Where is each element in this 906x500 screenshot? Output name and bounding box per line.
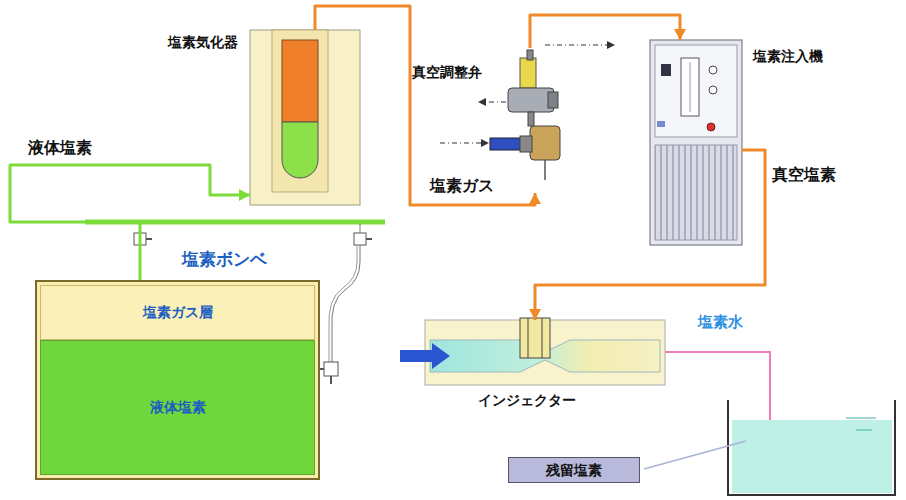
badge bbox=[657, 121, 665, 127]
pipe-line bbox=[315, 6, 535, 205]
leader-line bbox=[644, 441, 746, 469]
inlet-arrow bbox=[440, 143, 482, 144]
tank-water bbox=[732, 420, 892, 493]
pipe-line bbox=[535, 150, 765, 320]
valve-neck bbox=[528, 112, 534, 126]
liquid-zone bbox=[282, 122, 318, 178]
gauge bbox=[709, 86, 717, 94]
arrowhead bbox=[239, 189, 250, 201]
label-holder: 液体塩素 bbox=[41, 341, 314, 474]
node-heading: 塩素気化器 bbox=[168, 34, 238, 51]
liquid-valve bbox=[324, 362, 338, 376]
arrowhead bbox=[674, 29, 686, 40]
edge-label: 液体塩素 bbox=[28, 138, 92, 157]
arrowhead bbox=[529, 309, 541, 320]
water-ripple bbox=[846, 418, 876, 419]
node-label: 塩素ガス層 bbox=[143, 304, 213, 321]
thin-pipe bbox=[332, 245, 360, 362]
pipe-line bbox=[530, 15, 680, 48]
node-label: 液体塩素 bbox=[150, 399, 206, 416]
pipe-connector bbox=[529, 150, 765, 320]
valve-joint bbox=[520, 136, 532, 152]
injector-nozzle bbox=[520, 318, 550, 358]
valve-brass-body bbox=[530, 126, 560, 160]
valve-body bbox=[508, 88, 554, 112]
chlorinator: 塩素注入機 bbox=[650, 40, 742, 245]
pipe-connector bbox=[530, 15, 686, 48]
vaporizer-housing bbox=[250, 30, 360, 205]
valve-handle-blue bbox=[490, 138, 522, 150]
vacuum-valve: 真空調整弁 bbox=[500, 48, 570, 193]
chlorinator-cabinet bbox=[650, 40, 742, 245]
valve-stem bbox=[544, 160, 546, 180]
vent-arrow bbox=[545, 45, 608, 46]
water-inlet-arrow bbox=[400, 343, 450, 369]
liquid-layer: 液体塩素 bbox=[40, 340, 315, 475]
gas-zone bbox=[282, 40, 318, 122]
vent-arrowhead bbox=[607, 41, 615, 49]
vent-arrow bbox=[486, 102, 506, 103]
label-holder: 塩素ガス層 bbox=[41, 286, 314, 339]
arrowhead bbox=[529, 193, 541, 204]
gauge bbox=[709, 66, 717, 74]
label-holder: 残留塩素 bbox=[509, 458, 639, 482]
nozzle-line bbox=[542, 318, 543, 358]
display bbox=[661, 64, 671, 76]
node-label: 残留塩素 bbox=[546, 462, 602, 479]
node-heading: インジェクター bbox=[478, 392, 576, 409]
flowmeter-tube bbox=[690, 62, 691, 112]
residual-chlorine-box: 残留塩素 bbox=[508, 457, 640, 483]
node-heading: 塩素注入機 bbox=[753, 48, 823, 65]
nozzle-line bbox=[528, 318, 529, 358]
flow-label: 塩素水 bbox=[698, 313, 743, 331]
red-knob bbox=[707, 123, 715, 131]
valve-handle bbox=[146, 238, 152, 240]
flowmeter bbox=[681, 58, 699, 116]
inlet-arrowhead bbox=[481, 139, 489, 147]
water-ripple bbox=[856, 430, 872, 431]
tank bbox=[728, 400, 895, 495]
injector: インジェクター bbox=[425, 320, 665, 385]
node-heading: 塩素ボンベ bbox=[182, 249, 267, 269]
edge-label: 塩素ガス bbox=[430, 176, 494, 195]
valve-handle bbox=[330, 376, 332, 384]
thin-pipe bbox=[329, 245, 357, 362]
vaporizer-well bbox=[272, 30, 328, 192]
valve-handle bbox=[366, 238, 372, 240]
vent-arrowhead bbox=[478, 98, 486, 106]
control-panel bbox=[655, 45, 737, 137]
pipe-connector bbox=[315, 6, 541, 205]
edge-label: 真空塩素 bbox=[772, 165, 836, 184]
valve-end bbox=[548, 92, 558, 108]
valve-cap bbox=[527, 50, 533, 60]
chlorine-cylinder: 塩素ボンベ塩素ガス層液体塩素 bbox=[35, 280, 320, 480]
vent-grille bbox=[655, 145, 737, 240]
cylinder-valve bbox=[354, 233, 366, 245]
valve-spring bbox=[520, 58, 536, 88]
vaporizer: 塩素気化器 bbox=[250, 30, 360, 205]
node-heading: 真空調整弁 bbox=[412, 64, 482, 81]
gas-layer: 塩素ガス層 bbox=[40, 285, 315, 340]
thin-pipe bbox=[360, 224, 361, 233]
